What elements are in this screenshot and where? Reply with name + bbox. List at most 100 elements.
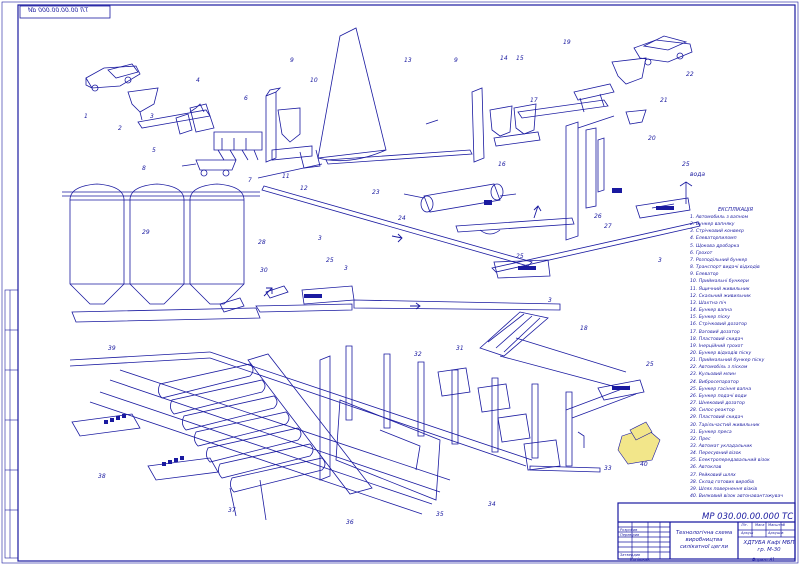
pos-26: 26 <box>594 213 602 220</box>
lime-hopper-2 <box>127 87 159 121</box>
pos-30: 30 <box>260 267 268 274</box>
conveyor-return-3 <box>491 221 701 273</box>
legend-item: 7. Розподільний бункер <box>690 257 748 263</box>
title-block <box>617 502 796 560</box>
distribution-bins-7 <box>213 131 263 161</box>
pos-17: 17 <box>530 97 538 104</box>
legend-item: 16. Стрічковий дозатор <box>690 322 747 328</box>
pos-25b: 25 <box>326 257 334 264</box>
legend-item: 8. Транспорт видачі відходів <box>690 265 760 271</box>
pos-33: 33 <box>604 465 612 472</box>
legend-item: 37. Рейковий шлях <box>690 472 736 478</box>
feeder-11-12 <box>271 145 321 169</box>
pos-25d: 25 <box>516 253 524 260</box>
cart-load-2 <box>110 418 114 422</box>
conveyor-sand <box>517 99 615 129</box>
conveyor-silos-out <box>71 285 353 323</box>
pos-10: 10 <box>310 77 318 84</box>
flow-arrow-1 <box>391 233 403 243</box>
legend-item: 17. Ваговий дозатор <box>690 329 740 335</box>
legend-title: ЕКСПЛІКАЦІЯ <box>718 207 753 213</box>
quench-bunker-25-press <box>597 379 645 401</box>
pos-11: 11 <box>282 173 290 180</box>
jaw-crusher-5 <box>175 113 193 135</box>
sand-truck-22 <box>633 35 693 66</box>
quench-bunker-25-mid <box>493 259 551 279</box>
legend-item: 39. Шлях повернення візків <box>690 486 758 492</box>
sand-waste-bin-20 <box>625 109 647 125</box>
elevators-right-column <box>565 121 605 241</box>
legend-item: 34. Пересувний візок <box>690 451 742 457</box>
cart-load-6 <box>168 460 172 464</box>
gear-4 <box>518 266 536 270</box>
tb-mass: Маса <box>755 523 765 527</box>
legend-item: 26. Бункер подачі води <box>690 393 747 399</box>
pos-9c: 9 <box>454 57 458 64</box>
legend-item: 9. Елеватор <box>690 272 719 278</box>
legend-item: 36. Автоклав <box>690 465 722 471</box>
pos-39: 39 <box>108 345 116 352</box>
position-numbers: 1 2 3 4 5 6 7 8 9 10 11 12 13 14 15 16 1… <box>84 39 694 526</box>
screen-6 <box>189 103 215 133</box>
pos-27: 27 <box>604 223 612 230</box>
pos-24: 24 <box>398 215 406 222</box>
transfer-platform-34 <box>335 399 441 501</box>
feeder-30 <box>219 297 245 313</box>
legend-item: 20. Бункер відходів піску <box>690 350 752 356</box>
finished-store-38 <box>71 413 219 481</box>
gear-6 <box>612 386 630 390</box>
sand-bin-15 <box>513 103 537 135</box>
pos-9: 9 <box>290 57 294 64</box>
pos-34: 34 <box>488 501 496 508</box>
pos-3b: 3 <box>318 235 322 242</box>
pos-16: 16 <box>498 161 506 168</box>
corner-box <box>19 5 111 19</box>
pos-2: 2 <box>118 125 122 132</box>
legend-item: 6. Грохот <box>690 250 713 256</box>
water-label: вода <box>690 171 705 178</box>
legend-item: 28. Силос-реактор <box>690 408 735 414</box>
sand-hopper-21 <box>611 57 647 85</box>
conveyor-long-1 <box>261 185 533 267</box>
pos-6: 6 <box>244 95 248 102</box>
pos-20: 20 <box>648 135 656 142</box>
return-track-39 <box>69 351 533 467</box>
footer-copied: Копіював <box>630 557 650 562</box>
pos-8: 8 <box>142 165 146 172</box>
pos-25: 25 <box>682 161 690 168</box>
pos-22: 22 <box>686 71 694 78</box>
legend-item: 24. Вибросепаратор <box>690 379 739 385</box>
legend-item: 27. Шнековий дозатор <box>690 401 745 407</box>
tb-checked: Перевірив <box>620 533 640 537</box>
pos-15: 15 <box>516 55 524 62</box>
tb-developed: Розробив <box>620 528 638 532</box>
vibro-separator-24 <box>455 217 575 235</box>
flow-arrow-2 <box>410 302 421 310</box>
pos-29: 29 <box>142 229 150 236</box>
conveyor-to-press <box>353 299 561 311</box>
gear-1 <box>612 188 622 193</box>
legend-item: 40. Вилковий візок автонавантажувач <box>690 494 783 500</box>
legend-item: 11. Ящичний живильник <box>690 286 750 292</box>
pos-5: 5 <box>152 147 156 154</box>
left-stamp <box>4 289 19 559</box>
pos-3d: 3 <box>548 297 552 304</box>
pos-4: 4 <box>196 77 200 84</box>
pos-21: 21 <box>660 97 668 104</box>
autoclaves-36 <box>158 363 326 493</box>
cart-load-3 <box>116 416 120 420</box>
legend-item: 33. Автомат укладальник <box>690 444 753 449</box>
pos-3: 3 <box>150 113 154 120</box>
shaft-kiln-13 <box>317 27 387 162</box>
cart-load-8 <box>180 456 184 460</box>
sheet-title: Технологічна схема виробництва силікатно… <box>675 530 733 550</box>
tb-approved: Затвердив <box>620 553 641 557</box>
rail-track-37 <box>89 369 451 521</box>
tb-sheets: Аркушів <box>768 531 784 535</box>
cart-load-7 <box>174 458 178 462</box>
pos-18: 18 <box>580 325 588 332</box>
pos-1: 1 <box>84 113 88 120</box>
pos-36: 36 <box>346 519 354 526</box>
